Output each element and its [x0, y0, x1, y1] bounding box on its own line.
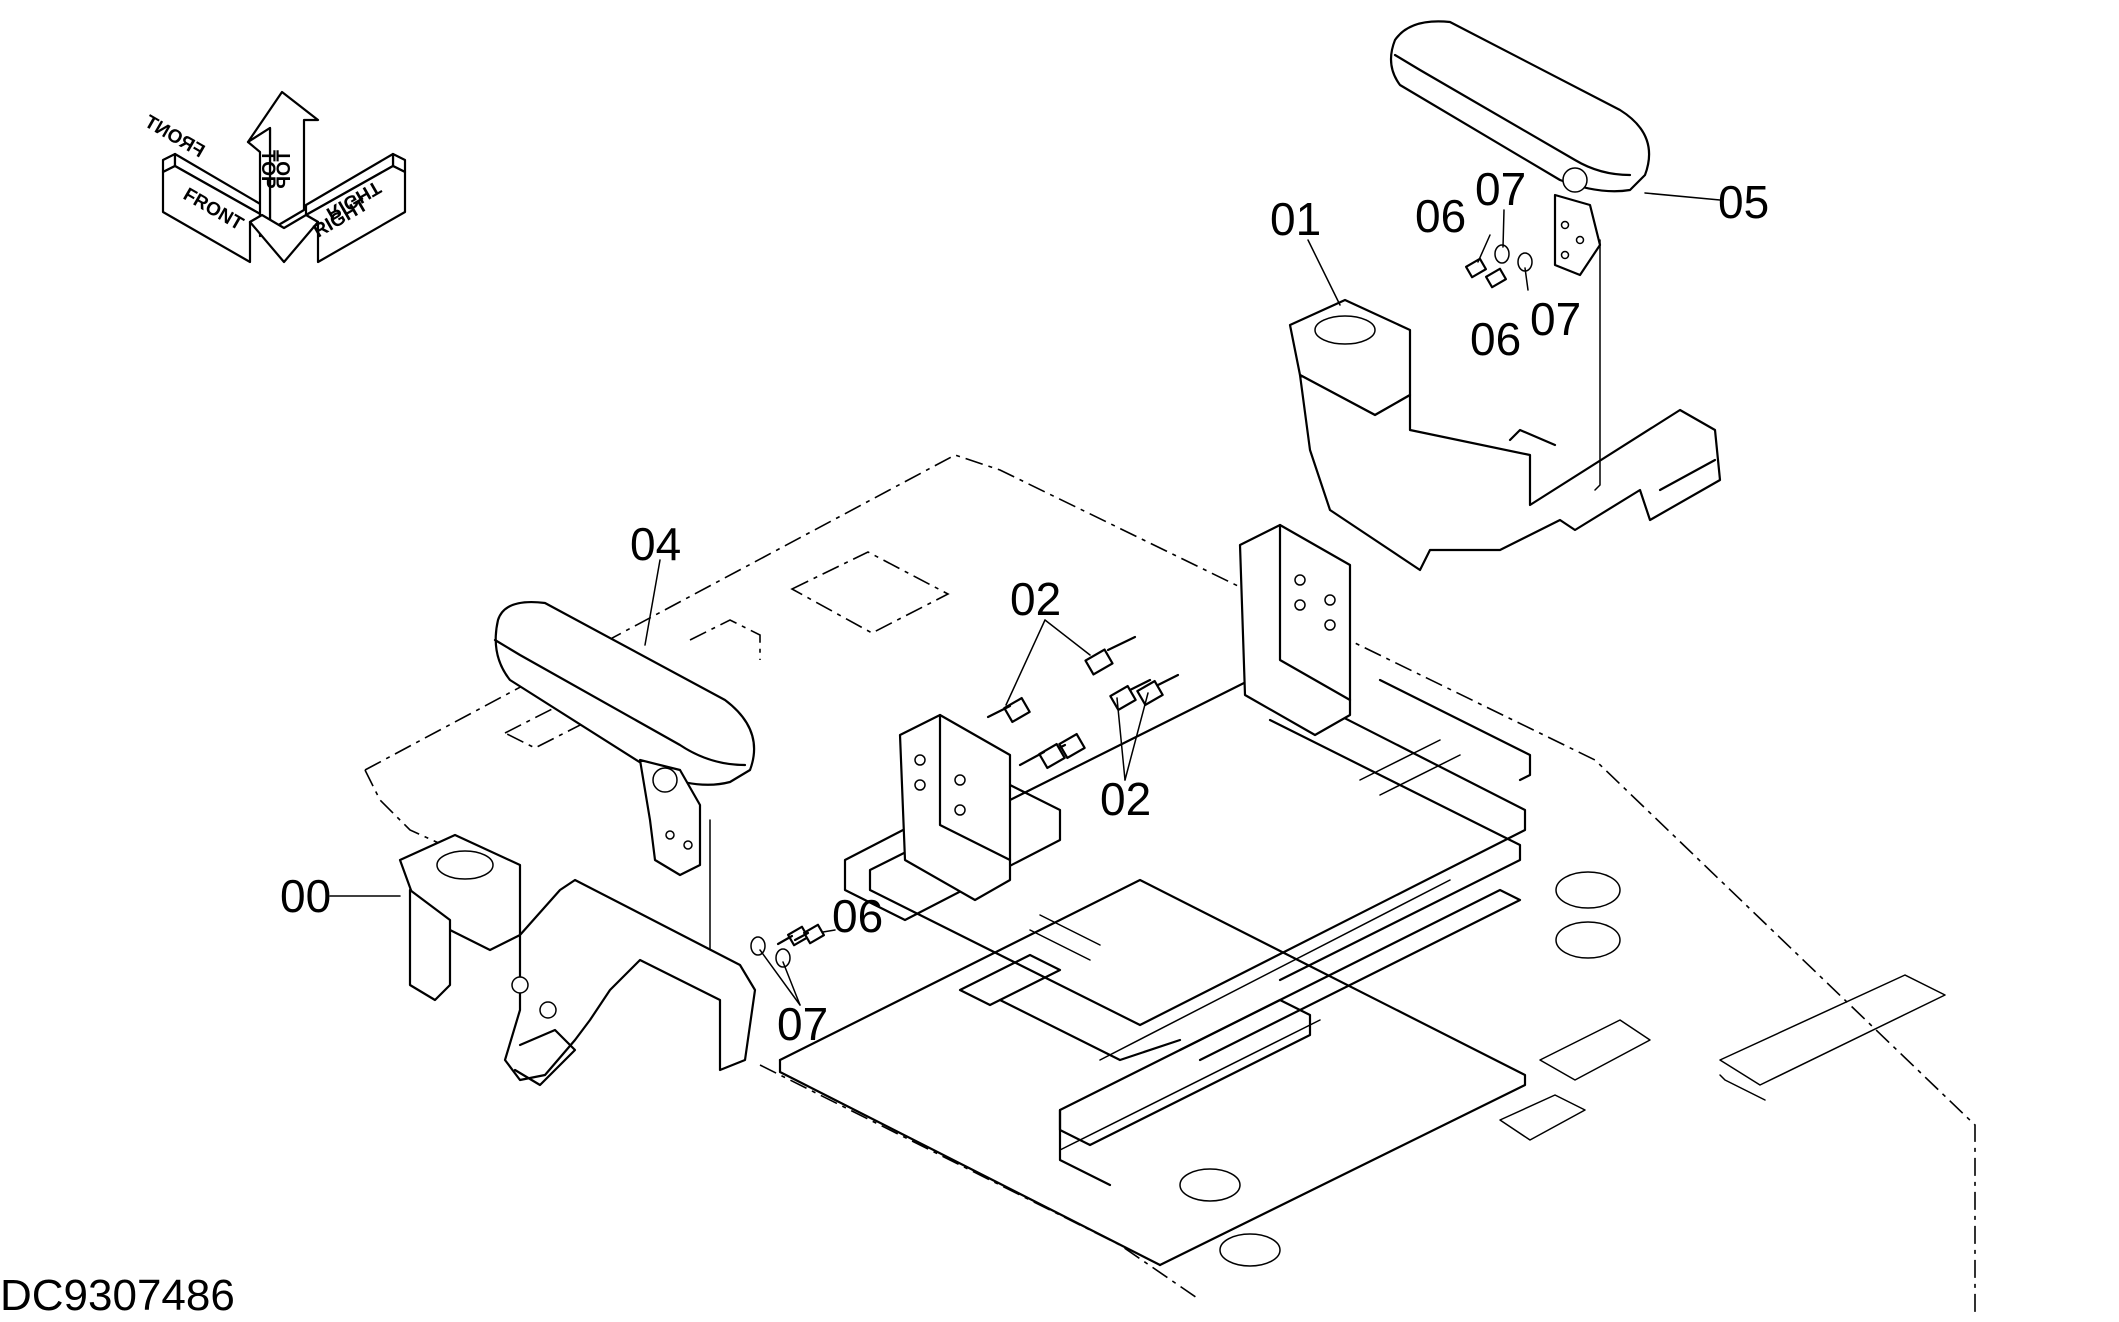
callout-06-right-lower: 06 [1470, 313, 1521, 365]
bolts-02 [986, 635, 1180, 770]
right-console-bracket [1288, 298, 1722, 572]
callout-01: 01 [1270, 193, 1321, 245]
drawing-number: DC9307486 [0, 1271, 235, 1320]
callout-06-right-upper: 06 [1415, 190, 1466, 242]
floor-plate-outline [364, 454, 1976, 1315]
callout-07-left: 07 [777, 998, 828, 1050]
top-label-mirrored: TOP [274, 150, 295, 189]
bolts-06-washers-07-left [750, 923, 826, 968]
callout-00: 00 [280, 870, 331, 922]
orientation-indicator: FRONT FRONT TOP TOP RIGHT RIGHT [140, 90, 407, 264]
callout-02-upper: 02 [1010, 573, 1061, 625]
left-armrest [493, 601, 756, 976]
callout-07-right-lower: 07 [1530, 293, 1581, 345]
callout-02-lower: 02 [1100, 773, 1151, 825]
bolts-06-washers-07-right [1464, 244, 1533, 289]
top-label: TOP [257, 150, 278, 189]
right-armrest [1389, 20, 1651, 491]
callout-07-right-upper: 07 [1475, 163, 1526, 215]
centre-mounting-brackets [898, 523, 1352, 902]
leader-lines [329, 192, 1721, 1006]
left-console-bracket [398, 833, 757, 1087]
callout-05: 05 [1718, 176, 1769, 228]
callout-04: 04 [630, 518, 681, 570]
callout-06-left: 06 [832, 890, 883, 942]
seat-base-frame [778, 673, 1946, 1267]
